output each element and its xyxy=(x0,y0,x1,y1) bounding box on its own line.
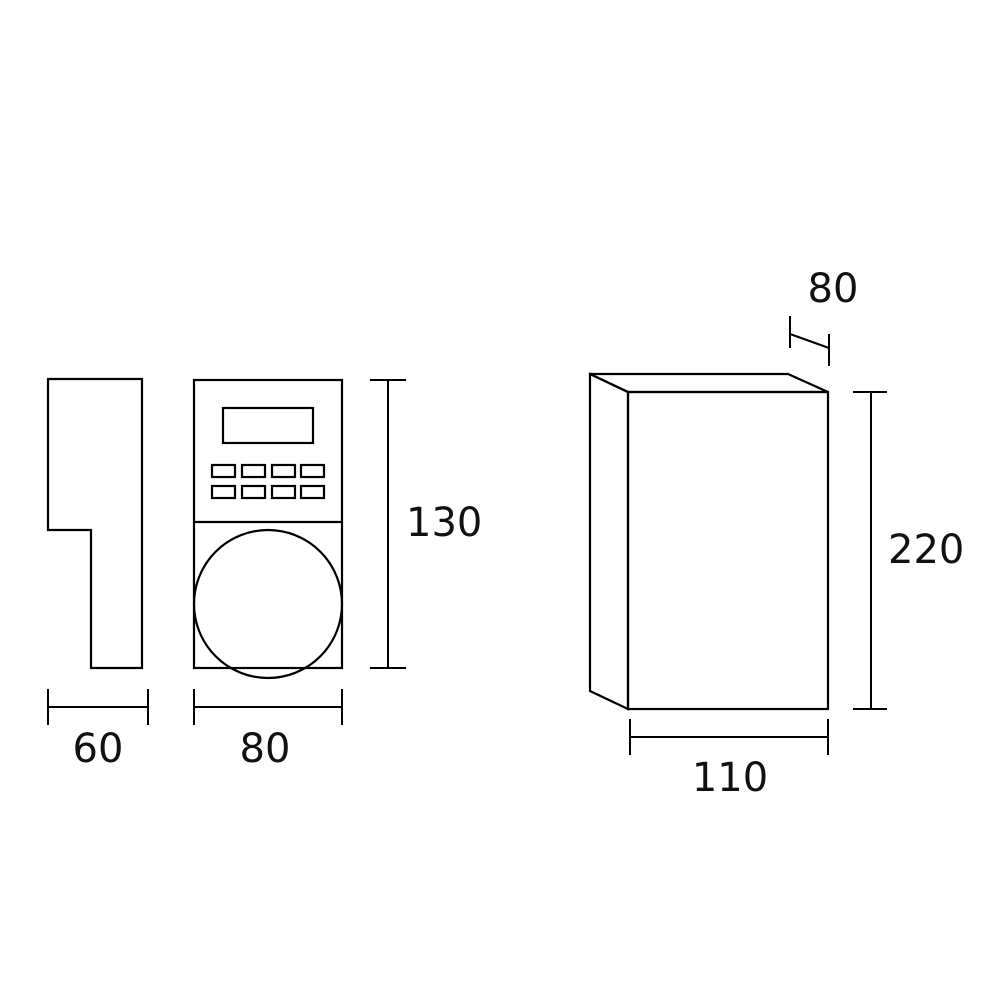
timer-front-view xyxy=(192,378,344,680)
box-top-face xyxy=(589,372,829,394)
dim-label-front-width: 80 xyxy=(240,726,291,772)
dim-label-box-height: 220 xyxy=(888,527,964,573)
timer-button xyxy=(299,484,326,500)
dim-side-depth: 60 xyxy=(47,689,149,772)
timer-display xyxy=(221,406,315,445)
timer-button xyxy=(210,463,237,479)
dim-label-side-depth: 60 xyxy=(73,726,124,772)
dim-box-height: 220 xyxy=(853,391,964,710)
timer-button xyxy=(240,463,267,479)
timer-button-grid xyxy=(210,463,326,500)
dim-label-box-depth: 80 xyxy=(808,266,859,312)
timer-button xyxy=(240,484,267,500)
dim-label-front-height: 130 xyxy=(406,500,482,546)
box-side-face xyxy=(588,372,630,711)
timer-button xyxy=(270,463,297,479)
timer-dial xyxy=(192,528,344,680)
dim-box-width: 110 xyxy=(629,719,829,801)
timer-button xyxy=(210,484,237,500)
dim-label-box-width: 110 xyxy=(692,755,768,801)
timer-side-view xyxy=(46,377,144,670)
dim-front-height: 130 xyxy=(370,379,482,669)
box-front-face xyxy=(626,390,830,711)
timer-body xyxy=(192,378,344,670)
timer-button xyxy=(299,463,326,479)
timer-button xyxy=(270,484,297,500)
enclosure-box xyxy=(588,372,830,711)
dim-box-depth: 80 xyxy=(789,266,859,366)
dim-front-width: 80 xyxy=(193,689,343,772)
